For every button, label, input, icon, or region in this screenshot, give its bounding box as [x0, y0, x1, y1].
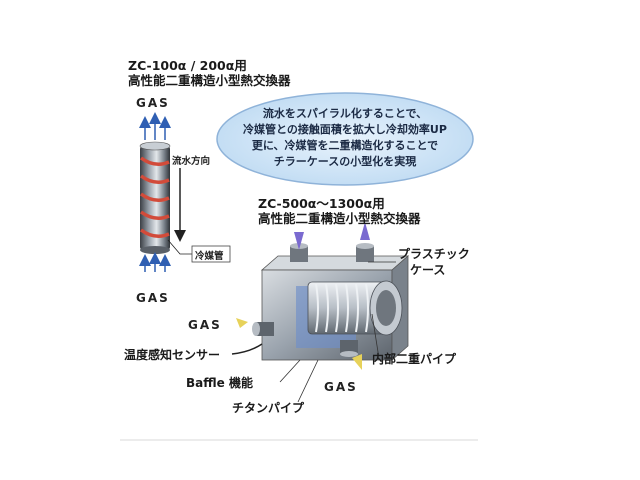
gas-in-arrows: [139, 252, 171, 272]
callout-line-3: 更に、冷媒管を二重構造化することで: [251, 139, 439, 152]
callout-bubble: [216, 92, 474, 186]
right-gas-bottom-label: GAS: [324, 380, 358, 394]
gas-cone-top-left-icon: [294, 232, 304, 250]
plastic-case-label-line1: プラスチック: [398, 247, 470, 261]
left-heat-exchanger-tube: [139, 141, 171, 254]
left-unit-title-line2: 高性能二重構造小型熱交換器: [128, 73, 291, 88]
gas-cone-top-right-icon: [360, 222, 370, 240]
gas-out-arrows: [139, 112, 171, 140]
right-heat-exchanger-body: [252, 243, 410, 361]
coolant-tube-label: 冷媒管: [195, 251, 224, 262]
gas-cone-left-icon: [236, 318, 248, 328]
flow-direction-label: 流水方向: [172, 156, 211, 167]
gas-cone-bottom-icon: [352, 354, 362, 370]
left-unit-title-line1: ZC-100α / 200α用: [128, 58, 247, 73]
leader-baffle: [279, 359, 301, 383]
left-unit-title: ZC-100α / 200α用 高性能二重構造小型熱交換器: [128, 58, 291, 88]
callout-line-4: チラーケースの小型化を実現: [273, 155, 417, 168]
callout-line-2: 冷媒管との接触面積を拡大し冷却効率UP: [243, 123, 447, 136]
titanium-pipe-label: チタンパイプ: [232, 401, 305, 415]
leader-titanium-pipe: [297, 359, 319, 403]
callout-text: 流水をスパイラル化することで、 冷媒管との接触面積を拡大し冷却効率UP 更に、冷…: [222, 106, 468, 170]
temp-sensor-label: 温度感知センサー: [124, 348, 221, 362]
temp-sensor-cable: [231, 343, 263, 355]
right-unit-title-line1: ZC-500α～1300α用: [258, 196, 385, 211]
baffle-label: Baffle 機能: [186, 376, 253, 390]
right-unit-title: ZC-500α～1300α用 高性能二重構造小型熱交換器: [258, 196, 421, 226]
coolant-tube-label-box: [191, 245, 231, 263]
coolant-tube-leader: [167, 239, 192, 255]
plastic-case-label: プラスチック ケース: [398, 246, 470, 278]
left-gas-bottom-label: GAS: [136, 291, 170, 305]
left-gas-top-label: GAS: [136, 96, 170, 110]
right-gas-left-label: GAS: [188, 318, 222, 332]
inner-double-pipe-label: 内部二重パイプ: [372, 352, 457, 366]
leader-inner-double-pipe: [371, 313, 379, 353]
plastic-case-label-line2: ケース: [410, 263, 446, 277]
right-unit-title-line2: 高性能二重構造小型熱交換器: [258, 211, 421, 226]
callout-line-1: 流水をスパイラル化することで、: [262, 107, 428, 120]
